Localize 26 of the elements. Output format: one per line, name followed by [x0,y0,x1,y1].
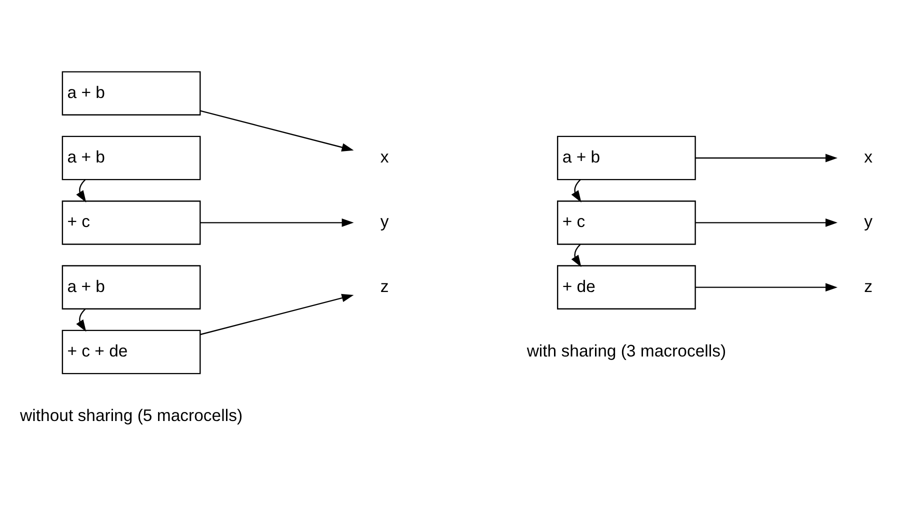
node-text: y [380,212,389,232]
node-text: x [380,147,389,166]
node-box: a + b [62,136,201,180]
node-text: y [864,212,873,232]
arrow [76,179,86,202]
label: with sharing (3 macrocells) [526,341,726,360]
arrow [200,218,354,227]
arrow [695,154,838,162]
node-text: x [864,147,873,166]
arrow [695,218,838,227]
node-box: a + b [556,136,696,180]
node-box: a + b [62,71,201,116]
arrow [76,308,86,332]
arrow [200,110,354,152]
node-box: + c [62,200,201,245]
arrow [695,283,838,292]
node-text: z [380,276,389,296]
node-text: z [864,276,873,296]
arrow [200,294,354,336]
label: without sharing (5 macrocells) [20,406,243,426]
node-box: + c [556,200,696,245]
node-box: a + b [62,265,201,310]
node-box: + c + de [62,330,201,374]
node-box: + de [556,265,696,310]
arrow [571,244,582,268]
arrow [571,179,582,202]
